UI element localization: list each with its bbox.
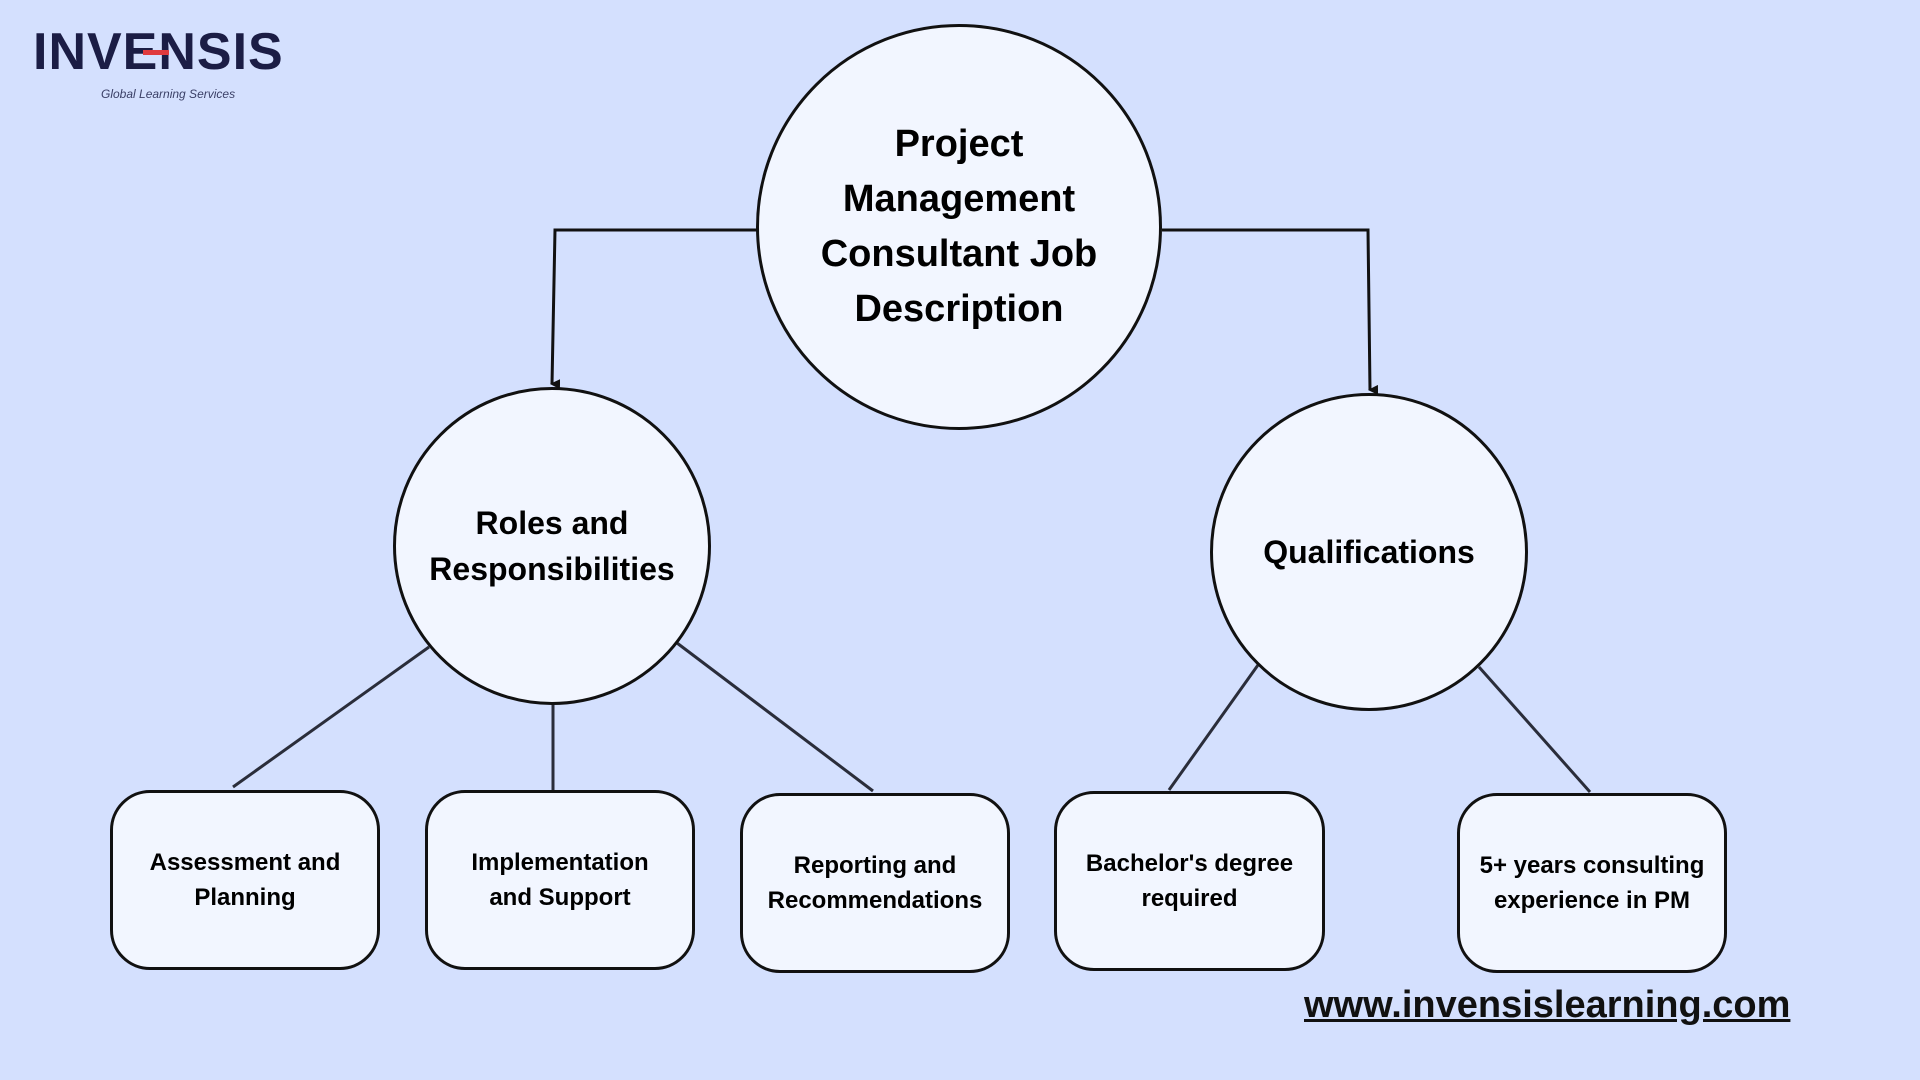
arrow-root-to-roles bbox=[550, 228, 757, 390]
website-link[interactable]: www.invensislearning.com bbox=[1304, 984, 1791, 1026]
leaf-label: Implementation and Support bbox=[471, 849, 649, 911]
leaf-label: Bachelor's degree required bbox=[1085, 850, 1294, 912]
leaf-label: Assessment and Planning bbox=[149, 849, 341, 911]
qualifications-node: Qualifications bbox=[1210, 393, 1528, 711]
root-label: Project Management Consultant Job Descri… bbox=[820, 123, 1098, 330]
line-qual-experience bbox=[1477, 666, 1592, 793]
qualifications-label: Qualifications bbox=[1263, 533, 1475, 570]
logo-tagline: Global Learning Services bbox=[101, 87, 236, 101]
logo-accent-bar bbox=[143, 50, 169, 55]
leaf-experience: 5+ years consulting experience in PM bbox=[1457, 793, 1727, 973]
arrow-root-to-qualifications bbox=[1162, 228, 1379, 395]
leaf-assessment: Assessment and Planning bbox=[110, 790, 380, 970]
roles-label: Roles and Responsibilities bbox=[429, 505, 675, 587]
line-roles-assessment bbox=[232, 645, 430, 789]
leaf-label: 5+ years consulting experience in PM bbox=[1479, 852, 1705, 914]
leaf-degree: Bachelor's degree required bbox=[1054, 791, 1325, 971]
leaf-implementation: Implementation and Support bbox=[425, 790, 695, 970]
leaf-label: Reporting and Recommendations bbox=[767, 852, 983, 914]
leaf-reporting: Reporting and Recommendations bbox=[740, 793, 1010, 973]
roles-node: Roles and Responsibilities bbox=[393, 387, 711, 705]
line-roles-reporting bbox=[676, 641, 874, 793]
invensis-logo: INVENSIS Global Learning Services bbox=[33, 22, 284, 102]
root-node: Project Management Consultant Job Descri… bbox=[756, 24, 1162, 430]
line-qual-degree bbox=[1167, 664, 1260, 791]
